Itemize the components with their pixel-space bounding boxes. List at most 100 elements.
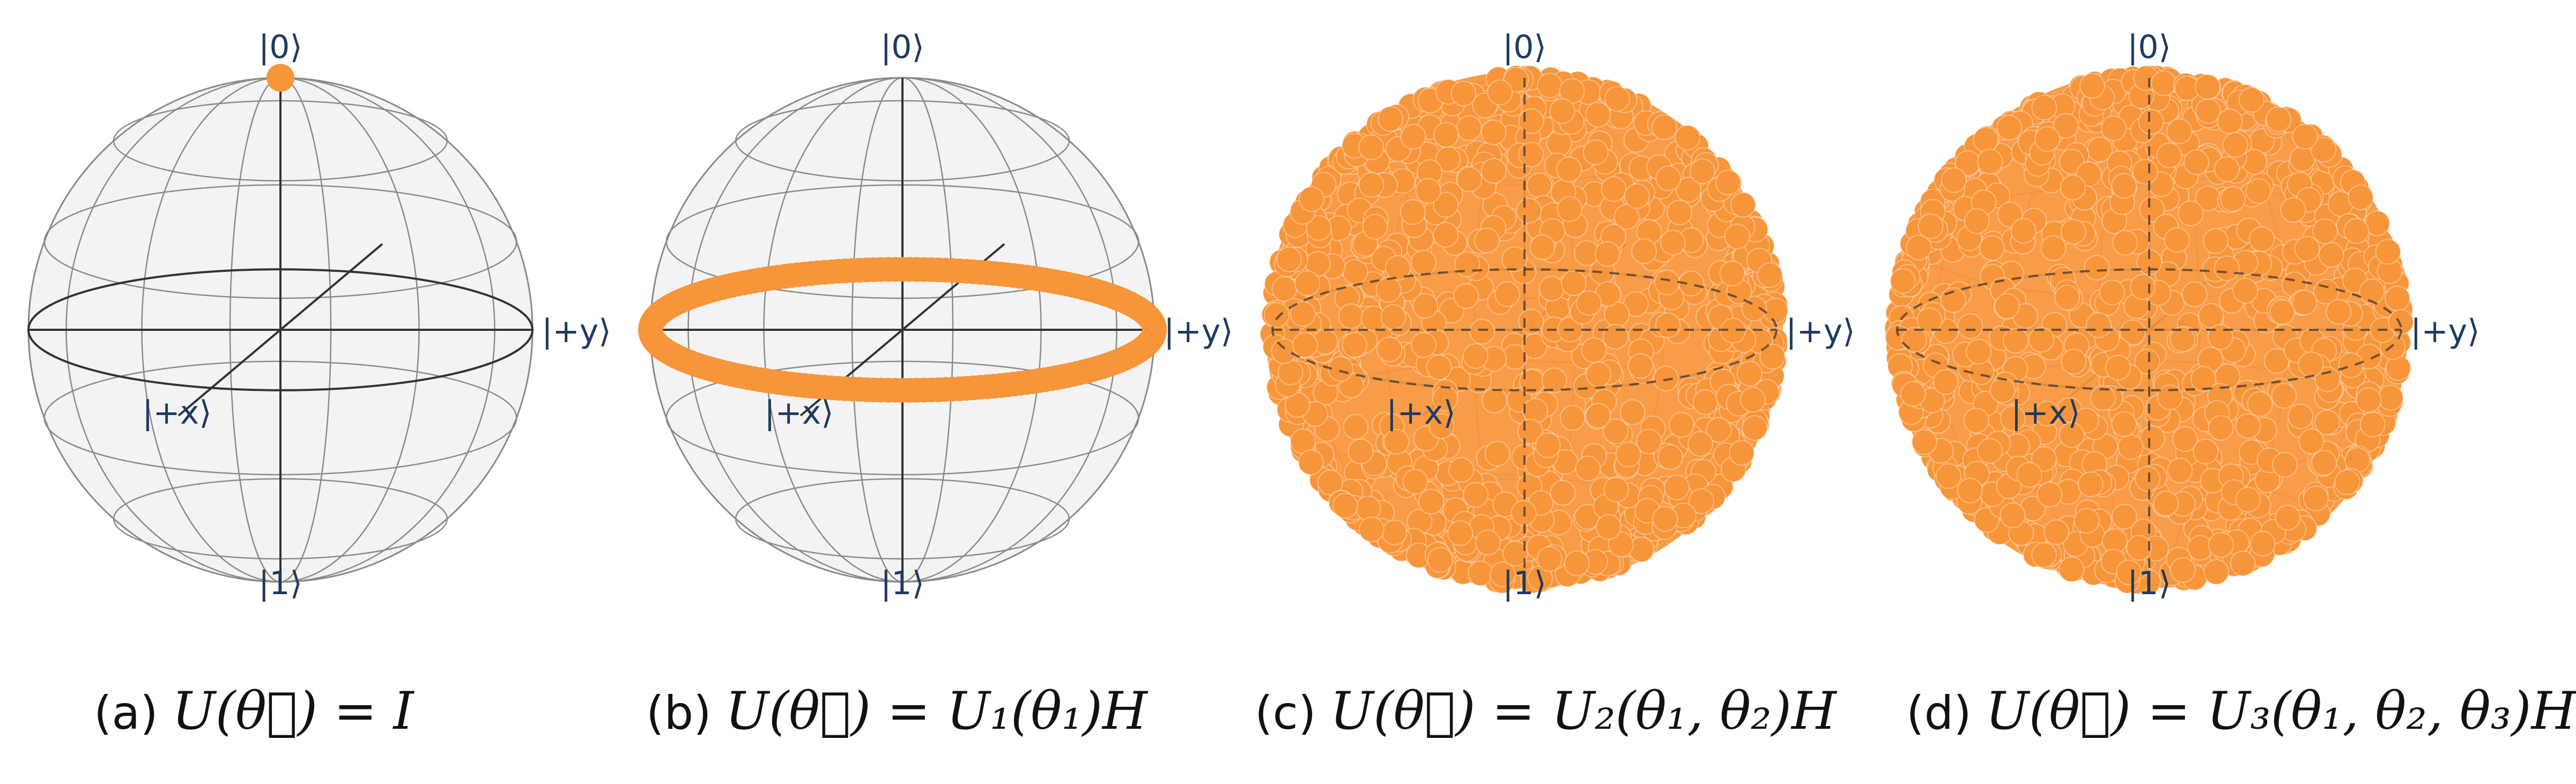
state-marker <box>1463 482 1489 508</box>
state-marker <box>2314 366 2341 393</box>
state-marker <box>2084 255 2110 281</box>
state-marker <box>2111 411 2137 437</box>
state-marker <box>1759 344 1786 370</box>
state-marker <box>2060 174 2086 201</box>
state-marker <box>2249 530 2276 557</box>
state-marker <box>1448 457 1475 483</box>
state-marker <box>2311 450 2337 476</box>
state-marker <box>1410 249 1437 276</box>
state-marker <box>1482 387 1507 413</box>
state-marker <box>2312 218 2338 245</box>
state-marker <box>1631 238 1657 264</box>
state-marker <box>1400 124 1426 150</box>
state-marker <box>1378 106 1404 132</box>
state-marker <box>1653 365 1679 391</box>
panel-b: |0⟩ |1⟩ |+x⟩ |+y⟩ (b) U(θ⃗) = U₁(θ₁)H <box>622 0 1260 784</box>
state-marker <box>1475 529 1501 556</box>
state-marker <box>1957 313 1983 339</box>
state-marker <box>2280 197 2306 223</box>
ket-plus-x-label: |+x⟩ <box>764 394 833 432</box>
state-marker <box>1362 213 1388 240</box>
state-marker <box>1689 158 1715 184</box>
state-marker <box>1433 221 1459 248</box>
state-marker <box>1328 356 1353 382</box>
state-marker <box>1979 235 2005 261</box>
state-marker <box>1582 139 1609 165</box>
state-marker <box>1494 281 1520 307</box>
state-marker <box>2311 137 2337 163</box>
ket-plus-x-label: |+x⟩ <box>1386 394 1455 432</box>
state-marker <box>2343 218 2370 244</box>
state-marker <box>2378 384 2404 411</box>
state-marker <box>2059 422 2085 448</box>
state-marker <box>2134 349 2160 375</box>
state-marker <box>1660 230 1686 256</box>
state-marker <box>1380 304 1407 330</box>
state-marker <box>1381 520 1408 545</box>
state-marker <box>2298 428 2325 455</box>
state-coverage <box>638 257 1167 403</box>
state-marker <box>2217 108 2243 135</box>
state-marker <box>2356 387 2382 413</box>
state-marker <box>1664 475 1690 500</box>
state-marker <box>2090 385 2116 411</box>
state-marker <box>2074 508 2100 534</box>
state-marker <box>2275 505 2301 531</box>
ket-one-label: |1⟩ <box>880 565 924 602</box>
state-marker <box>1447 520 1474 546</box>
state-marker <box>1402 469 1428 495</box>
state-marker <box>1385 255 1411 281</box>
state-marker <box>2126 535 2152 561</box>
state-marker <box>1997 202 2023 228</box>
state-marker <box>2190 366 2216 392</box>
state-marker <box>267 64 294 92</box>
caption-equation: U(θ⃗) = U₃(θ₁, θ₂, θ₃)H <box>1985 681 2576 741</box>
ket-one-label: |1⟩ <box>2127 565 2171 602</box>
state-marker <box>1298 449 1324 476</box>
state-marker <box>1426 354 1452 380</box>
state-marker <box>2139 196 2165 223</box>
state-marker <box>1481 158 1507 184</box>
state-marker <box>1529 234 1556 260</box>
state-marker <box>1559 78 1585 104</box>
state-marker <box>1271 276 1298 302</box>
state-marker <box>2077 471 2104 498</box>
state-marker <box>1655 312 1681 338</box>
state-marker <box>1292 332 1319 358</box>
state-marker <box>1601 176 1627 202</box>
state-marker <box>1418 489 1445 515</box>
state-marker <box>1652 506 1678 532</box>
state-marker <box>1538 276 1565 302</box>
state-marker <box>2151 70 2177 97</box>
state-marker <box>1564 550 1590 576</box>
state-marker <box>2120 319 2146 345</box>
state-marker <box>2203 228 2229 254</box>
state-marker <box>2385 285 2411 312</box>
state-marker <box>1453 283 1479 309</box>
state-marker <box>1343 414 1369 440</box>
state-marker <box>1450 80 1477 107</box>
ket-zero-label: |0⟩ <box>2127 28 2171 66</box>
state-marker <box>1604 86 1630 112</box>
state-marker <box>1469 319 1496 345</box>
state-marker <box>2235 486 2261 513</box>
state-marker <box>2112 230 2138 256</box>
state-marker <box>2232 278 2259 304</box>
panel-d: |0⟩ |1⟩ |+x⟩ |+y⟩ (d) U(θ⃗) = U₃(θ₁, θ₂,… <box>1869 0 2576 784</box>
state-marker <box>2172 426 2198 452</box>
state-marker <box>1692 389 1719 415</box>
state-marker <box>2087 136 2113 162</box>
state-marker <box>2334 469 2360 495</box>
state-marker <box>1474 227 1500 254</box>
state-marker <box>2208 532 2234 558</box>
state-marker <box>1996 115 2023 140</box>
bloch-sphere-c: |0⟩ |1⟩ |+x⟩ |+y⟩ <box>1260 28 1855 602</box>
state-marker <box>2203 559 2230 585</box>
ket-zero-label: |0⟩ <box>258 28 302 66</box>
state-marker <box>1462 343 1489 369</box>
panel-c: |0⟩ |1⟩ |+x⟩ |+y⟩ (c) U(θ⃗) = U₂(θ₁, θ₂)… <box>1244 0 1882 784</box>
state-marker <box>2010 218 2037 244</box>
state-marker <box>1585 403 1611 429</box>
state-marker <box>2271 383 2297 409</box>
